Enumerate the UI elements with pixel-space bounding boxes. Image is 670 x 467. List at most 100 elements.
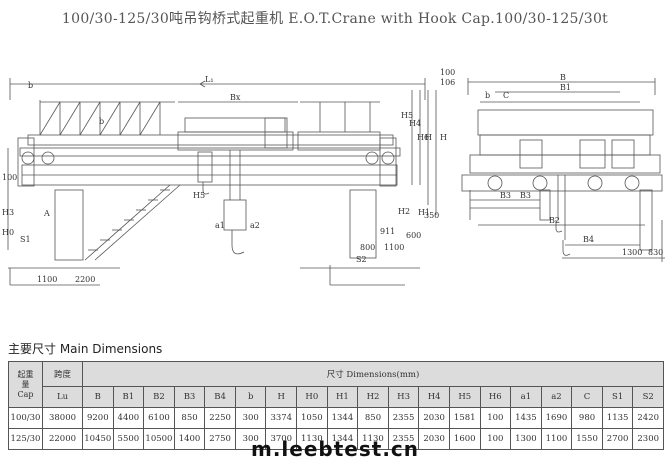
col-header-H0: H0 bbox=[296, 386, 328, 408]
cell-span: 22000 bbox=[42, 428, 83, 450]
cell-value: 850 bbox=[357, 407, 389, 429]
label-106: 106 bbox=[440, 78, 455, 87]
span-subheader: Lu bbox=[42, 386, 83, 408]
label-S1: S1 bbox=[20, 235, 31, 244]
cell-cap: 100/30 bbox=[8, 407, 43, 429]
cap-header-line-2: 量 bbox=[21, 379, 30, 389]
col-header-a2: a2 bbox=[540, 386, 573, 408]
label-800: 800 bbox=[360, 243, 375, 252]
col-header-b: b bbox=[234, 386, 267, 408]
cell-value: 9200 bbox=[82, 407, 114, 429]
col-header-B: B bbox=[82, 386, 114, 408]
cell-value: 1130 bbox=[296, 428, 328, 450]
cell-value: 2030 bbox=[418, 428, 450, 450]
col-header-H5: H5 bbox=[448, 386, 481, 408]
label-H-side: H bbox=[440, 133, 447, 142]
col-header-C: C bbox=[571, 386, 603, 408]
cell-value: 2250 bbox=[204, 407, 236, 429]
label-1100-right: 1100 bbox=[384, 243, 404, 252]
cell-value: 3374 bbox=[265, 407, 298, 429]
table-row: 100/30 38000 9200 4400 6100 850 2250 300… bbox=[8, 407, 664, 429]
section-title: 主要尺寸 Main Dimensions bbox=[8, 342, 163, 356]
label-B3-side-b: B3 bbox=[520, 191, 531, 200]
label-911: 911 bbox=[380, 227, 395, 236]
cell-value: 1550 bbox=[571, 428, 603, 450]
span-header: 跨度 bbox=[42, 361, 83, 387]
cell-value: 100 bbox=[479, 407, 512, 429]
label-H3: H3 bbox=[2, 208, 14, 217]
cell-span: 38000 bbox=[42, 407, 83, 429]
label-B4: B4 bbox=[583, 235, 594, 244]
col-header-H: H bbox=[265, 386, 298, 408]
cell-value: 10500 bbox=[143, 428, 175, 450]
col-header-S2: S2 bbox=[632, 386, 664, 408]
label-L1: L₁ bbox=[205, 75, 214, 84]
cell-value: 2300 bbox=[632, 428, 664, 450]
label-H: H bbox=[425, 133, 432, 142]
dimensions-table: 起重 量 Cap 跨度 尺寸 Dimensions(mm) Lu B B1 B2… bbox=[8, 361, 664, 450]
watermark-text: m.leebtest.cn bbox=[250, 437, 420, 461]
col-header-H6: H6 bbox=[479, 386, 512, 408]
cell-value: 980 bbox=[571, 407, 603, 429]
table-row: 125/30 22000 10450 5500 10500 1400 2750 … bbox=[8, 428, 664, 450]
label-H5-hook: H5 bbox=[193, 191, 205, 200]
label-H2: H2 bbox=[398, 207, 410, 216]
col-header-B2: B2 bbox=[143, 386, 175, 408]
label-H4: H4 bbox=[409, 119, 421, 128]
dimensions-header: 尺寸 Dimensions(mm) bbox=[82, 361, 664, 387]
label-A: A bbox=[43, 209, 50, 218]
cell-value: 1344 bbox=[326, 407, 359, 429]
cell-value: 100 bbox=[479, 428, 512, 450]
label-100-left: 100 bbox=[2, 173, 17, 182]
col-header-a1: a1 bbox=[510, 386, 542, 408]
col-header-H4: H4 bbox=[418, 386, 450, 408]
cell-value: 2355 bbox=[387, 407, 420, 429]
cell-value: 1300 bbox=[510, 428, 542, 450]
cell-value: 1690 bbox=[540, 407, 573, 429]
label-a1: a1 bbox=[215, 221, 225, 230]
cell-value: 850 bbox=[173, 407, 206, 429]
col-header-H1: H1 bbox=[326, 386, 359, 408]
label-H6: H6 bbox=[417, 133, 429, 142]
label-1300: 1300 bbox=[622, 248, 642, 257]
label-a2: a2 bbox=[250, 221, 260, 230]
label-H0: H0 bbox=[2, 228, 14, 237]
label-H5: H5 bbox=[401, 111, 413, 120]
crane-drawing: L₁ Bx b b 106 100 H5 H4 H6 H H2 H1 600 3… bbox=[2, 68, 665, 286]
cell-value: 2355 bbox=[387, 428, 420, 450]
label-b-front: b bbox=[28, 81, 33, 90]
label-Bx: Bx bbox=[230, 93, 241, 102]
cell-value: 2420 bbox=[632, 407, 664, 429]
label-2200: 2200 bbox=[75, 275, 95, 284]
label-B1-side: B1 bbox=[560, 83, 571, 92]
label-B3-front: b bbox=[99, 117, 104, 126]
label-B2: B2 bbox=[549, 216, 560, 225]
cell-value: 1130 bbox=[357, 428, 389, 450]
cell-value: 1100 bbox=[540, 428, 573, 450]
cell-cap: 125/30 bbox=[8, 428, 43, 450]
cell-value: 1400 bbox=[173, 428, 206, 450]
cell-value: 1435 bbox=[510, 407, 542, 429]
label-350: 350 bbox=[424, 211, 439, 220]
col-header-B4: B4 bbox=[204, 386, 236, 408]
cell-value: 1581 bbox=[448, 407, 481, 429]
label-B3-side-a: B3 bbox=[500, 191, 511, 200]
label-C: C bbox=[503, 91, 509, 100]
col-header-H3: H3 bbox=[387, 386, 420, 408]
table-header-row-1: 起重 量 Cap 跨度 尺寸 Dimensions(mm) bbox=[8, 361, 664, 408]
label-100-top: 100 bbox=[440, 68, 455, 77]
label-1100-left: 1100 bbox=[37, 275, 57, 284]
label-600: 600 bbox=[406, 231, 421, 240]
col-header-B1: B1 bbox=[112, 386, 145, 408]
page-title: 100/30-125/30吨吊钩桥式起重机 E.O.T.Crane with H… bbox=[61, 11, 609, 27]
cell-value: 6100 bbox=[143, 407, 175, 429]
label-830: 830 bbox=[648, 248, 663, 257]
col-header-H2: H2 bbox=[357, 386, 389, 408]
cell-value: 300 bbox=[234, 407, 267, 429]
cell-value: 4400 bbox=[112, 407, 145, 429]
label-S2: S2 bbox=[356, 255, 367, 264]
cell-value: 1135 bbox=[601, 407, 634, 429]
cell-value: 2700 bbox=[601, 428, 634, 450]
label-b-side: b bbox=[485, 91, 490, 100]
table-header-row-2: Lu B B1 B2 B3 B4 b H H0 H1 H2 H3 H4 H5 H… bbox=[9, 386, 664, 408]
